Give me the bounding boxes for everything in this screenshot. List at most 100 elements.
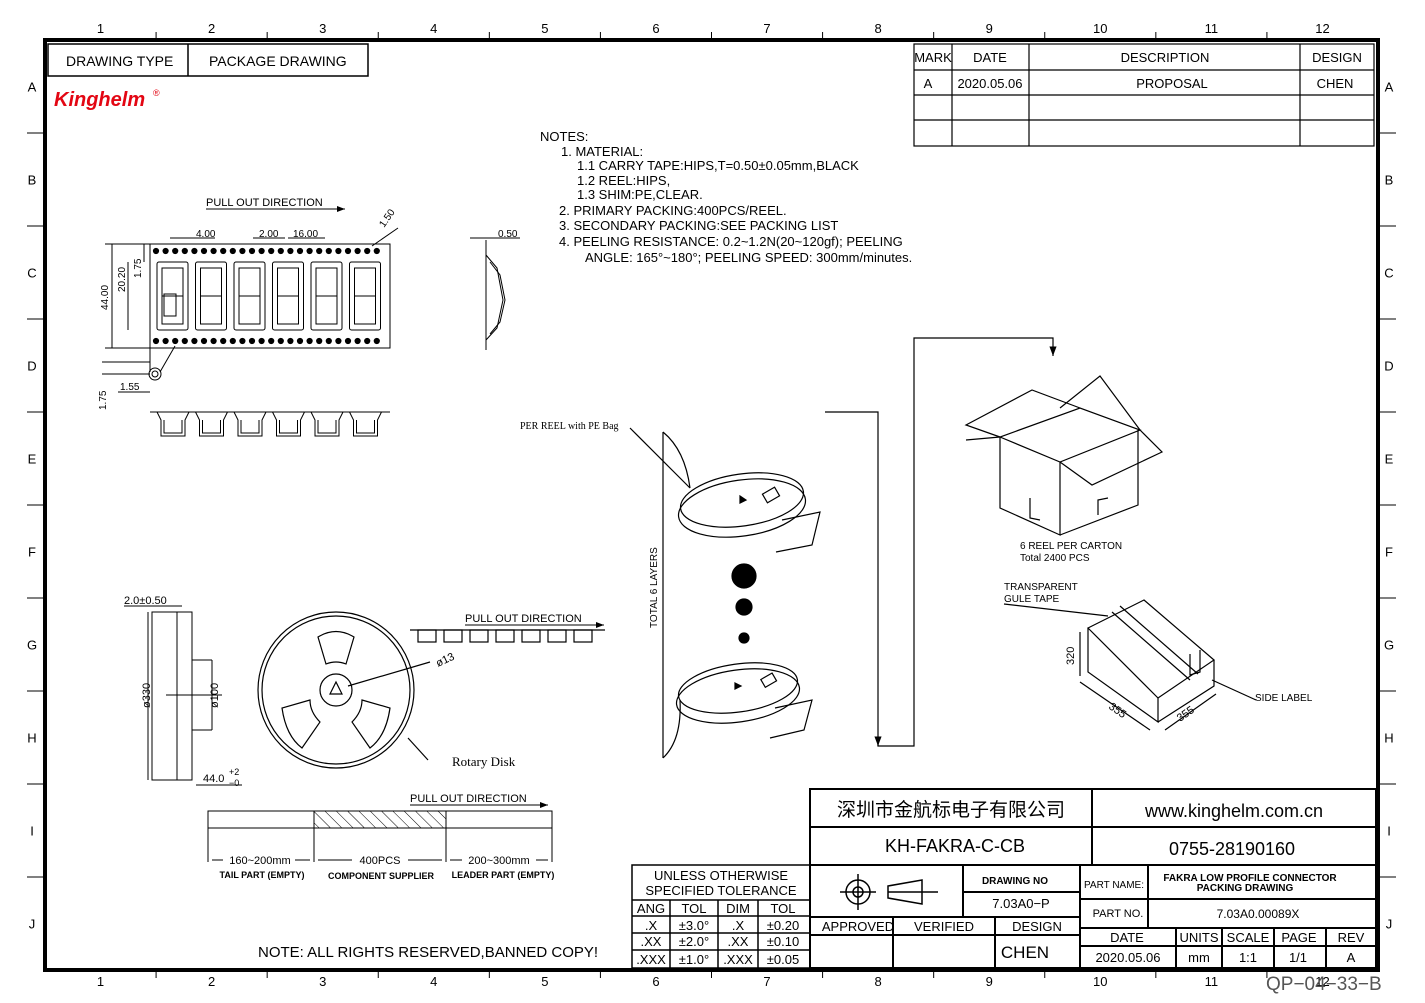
tol-r3-dim: .XXX [723, 952, 753, 967]
notes-block: NOTES: 1. MATERIAL: 1.1 CARRY TAPE:HIPS,… [540, 129, 912, 265]
company-website[interactable]: www.kinghelm.com.cn [1144, 801, 1323, 821]
grid-col-label-top: 2 [208, 21, 215, 36]
grid-row-label-left: G [27, 638, 37, 653]
scale-label: SCALE [1227, 930, 1270, 945]
note-1: 1. MATERIAL: [561, 144, 643, 159]
tol-r3-dimtol: ±0.05 [767, 952, 799, 967]
grid-row-label-left: D [27, 359, 36, 374]
tape-side-profile [150, 237, 520, 437]
sprocket-holes-top [152, 247, 380, 255]
grid-col-label-bottom: 7 [763, 974, 770, 989]
rev-row1-mark: A [924, 76, 933, 91]
note-1-1: 1.1 CARRY TAPE:HIPS,T=0.50±0.05mm,BLACK [577, 158, 859, 173]
approved-label: APPROVED [822, 919, 894, 934]
tol-title-1: UNLESS OTHERWISE [654, 868, 788, 883]
grid-col-label-top: 1 [97, 21, 104, 36]
grid-row-label-left: B [28, 173, 37, 188]
tol-r1-dim: .X [732, 918, 745, 933]
tol-r2-dim: .XX [728, 934, 749, 949]
grid-ticks [27, 32, 1396, 978]
title-date: 2020.05.06 [1095, 950, 1160, 965]
grid-row-label-right: A [1385, 80, 1394, 95]
grid-row-label-left: A [28, 80, 37, 95]
grid-row-label-right: J [1386, 917, 1393, 932]
dim-44: 44.00 [100, 285, 111, 310]
closed-carton [1003, 599, 1257, 731]
sheet-frame [43, 38, 1380, 972]
grid-col-label-bottom: 4 [430, 974, 437, 989]
dim-20-2: 20.20 [117, 267, 128, 292]
tol-header-dim: DIM [726, 901, 750, 916]
strip-tail-name: TAIL PART (EMPTY) [220, 870, 305, 880]
rev-header-date: DATE [973, 50, 1007, 65]
grid-col-label-bottom: 10 [1093, 974, 1107, 989]
reel-front-view [257, 611, 605, 769]
drawing-no-label: DRAWING NO [982, 876, 1048, 887]
title-rev: A [1347, 950, 1356, 965]
grid-row-label-right: F [1385, 545, 1393, 560]
dim-pitch-4: 4.00 [196, 229, 216, 240]
flow-arrows [825, 337, 1057, 747]
rev-header-description: DESCRIPTION [1121, 50, 1210, 65]
company-phone: 0755-28190160 [1169, 839, 1295, 859]
form-code: QP−04−33−B [1266, 974, 1382, 995]
dim-16: 16.00 [293, 229, 318, 240]
tape-pockets [156, 261, 381, 331]
tol-r2-angtol: ±2.0° [679, 934, 709, 949]
logo-registered-mark: ® [153, 88, 160, 98]
grid-row-label-left: F [28, 545, 36, 560]
title-scale: 1:1 [1239, 950, 1257, 965]
revision-table [913, 43, 1375, 147]
reel-stack [629, 427, 821, 759]
reel-side-view [124, 605, 242, 786]
side-label-text: SIDE LABEL [1255, 693, 1313, 704]
grid-row-label-right: B [1385, 173, 1394, 188]
strip-leader-length: 200~300mm [468, 855, 529, 867]
reel-pull-out-label: PULL OUT DIRECTION [465, 613, 582, 625]
part-name-line1: FAKRA LOW PROFILE CONNECTOR [1163, 873, 1337, 884]
note-1-3: 1.3 SHIM:PE,CLEAR. [577, 187, 703, 202]
tol-title-2: SPECIFIED TOLERANCE [645, 883, 797, 898]
tol-r3-ang: .XXX [636, 952, 666, 967]
grid-col-label-top: 5 [541, 21, 548, 36]
grid-col-label-bottom: 2 [208, 974, 215, 989]
grid-row-label-left: H [27, 731, 36, 746]
company-name-cn: 深圳市金航标电子有限公司 [837, 799, 1065, 821]
grid-row-label-right: I [1387, 824, 1391, 839]
grid-col-label-top: 11 [1205, 21, 1219, 36]
units-label: UNITS [1180, 930, 1219, 945]
grid-row-label-left: E [28, 452, 37, 467]
grid-col-label-bottom: 9 [986, 974, 993, 989]
grid-col-label-top: 10 [1093, 21, 1107, 36]
tol-minus: −0 [229, 778, 239, 788]
carton-length-1: 355 [1106, 701, 1128, 721]
projection-symbol-icon [840, 874, 938, 910]
designer-name: CHEN [1001, 943, 1049, 962]
copyright-note: NOTE: ALL RIGHTS RESERVED,BANNED COPY! [258, 944, 598, 961]
tape-label-line1: TRANSPARENT [1004, 582, 1078, 593]
note-3: 3. SECONDARY PACKING:SEE PACKING LIST [559, 218, 838, 233]
page-label: PAGE [1281, 930, 1316, 945]
drawing-no: 7.03A0−P [992, 896, 1049, 911]
rev-label: REV [1338, 930, 1365, 945]
sprocket-holes-bottom [152, 337, 380, 345]
grid-col-label-top: 6 [652, 21, 659, 36]
dim-hole-1-5: 1.50 [377, 207, 397, 230]
rev-header-mark: MARK [914, 50, 952, 65]
note-4: 4. PEELING RESISTANCE: 0.2~1.2N(20~120gf… [559, 234, 903, 249]
dim-1-55: 1.55 [120, 382, 140, 393]
dim-thickness: 0.50 [498, 229, 518, 240]
open-carton [964, 375, 1164, 536]
rev-row1-date: 2020.05.06 [957, 76, 1022, 91]
tape-label-line2: GULE TAPE [1004, 594, 1060, 605]
dim-reel-dia-100: ø100 [209, 683, 221, 708]
design-label: DESIGN [1012, 919, 1062, 934]
strip-leader-name: LEADER PART (EMPTY) [452, 870, 555, 880]
dim-reel-width: 2.0±0.50 [124, 595, 167, 607]
part-name-label: PART NAME: [1084, 880, 1144, 891]
tol-header-ang: ANG [637, 901, 665, 916]
note-2: 2. PRIMARY PACKING:400PCS/REEL. [559, 203, 787, 218]
grid-col-label-bottom: 8 [875, 974, 882, 989]
dim-hub-13: ø13 [434, 651, 456, 670]
dim-1-75-top: 1.75 [133, 258, 144, 278]
